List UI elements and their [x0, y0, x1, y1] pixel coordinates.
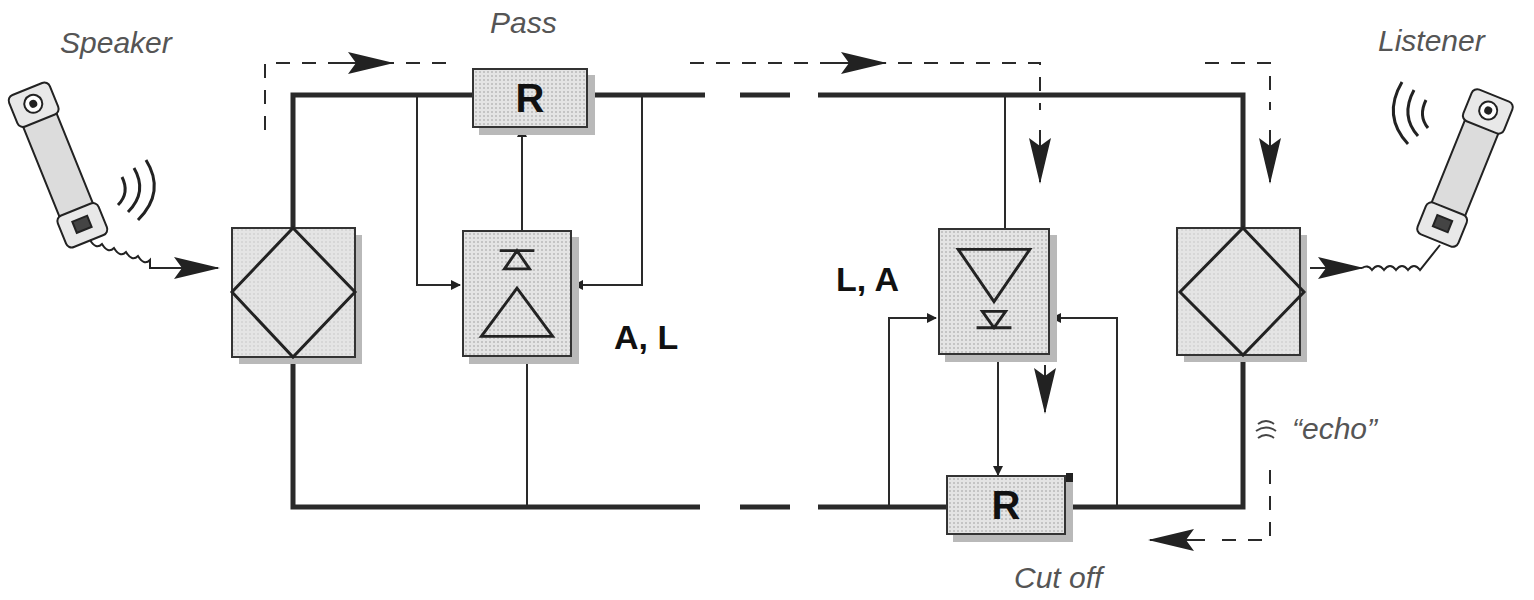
signal-label: Speaker — [60, 26, 172, 60]
drawing-rect — [72, 216, 91, 233]
drawing-path — [417, 95, 460, 285]
drawing-g — [293, 95, 1243, 507]
control-unit: A, L — [462, 230, 572, 357]
drawing-path — [1004, 95, 1006, 228]
control-connector — [997, 355, 999, 475]
relay-box: R — [946, 475, 1066, 535]
drawing-g — [160, 63, 1362, 540]
drawing-path — [138, 160, 154, 220]
drawing-rect — [1415, 201, 1469, 249]
drawing-path — [1150, 539, 1205, 541]
control-connector — [521, 128, 523, 230]
drawing-path — [265, 63, 450, 130]
drawing-path — [1362, 245, 1440, 270]
drawing-path — [830, 62, 885, 64]
drawing-path — [90, 240, 160, 268]
box-letter: R — [992, 483, 1021, 528]
control-unit: L, A — [938, 228, 1050, 355]
amplifier-stroke — [958, 249, 1030, 327]
drawing-g — [118, 160, 154, 220]
drawing-circle — [1484, 107, 1492, 115]
drawing-path — [1258, 421, 1274, 424]
drawing-circle — [1477, 99, 1500, 122]
drawing-path — [232, 228, 355, 357]
drawing-path — [1205, 63, 1270, 110]
drawing-path — [1220, 470, 1270, 540]
drawing-g — [265, 63, 1270, 540]
drawing-path — [690, 63, 1040, 110]
drawing-path — [818, 505, 946, 510]
drawing-path — [1039, 130, 1041, 182]
signal-label: Pass — [490, 6, 557, 40]
drawing-path — [1422, 100, 1428, 128]
amplifier-symbol — [464, 232, 570, 355]
drawing-path — [1258, 435, 1274, 438]
drawing-path — [889, 318, 936, 507]
drawing-g — [232, 228, 1307, 364]
drawing-rect — [1461, 87, 1515, 135]
drawing-path — [118, 177, 125, 205]
drawing-circle — [29, 100, 37, 108]
drawing-rect — [1066, 473, 1073, 537]
unit-label: L, A — [836, 260, 899, 299]
drawing-g — [1256, 421, 1276, 438]
drawing-path — [1310, 267, 1362, 269]
signal-label: Cut off — [1014, 561, 1102, 595]
drawing-path — [1269, 130, 1271, 182]
drawing-path — [818, 95, 1243, 228]
drawing-path — [1256, 428, 1276, 432]
drawing-rect — [1177, 228, 1300, 355]
text-holder: R — [948, 477, 1064, 533]
drawing-rect — [1433, 215, 1452, 232]
signal-label: Listener — [1378, 24, 1485, 58]
drawing-path — [293, 357, 700, 507]
drawing-circle — [22, 92, 45, 115]
drawing-path — [330, 62, 392, 64]
drawing-rect — [232, 228, 355, 357]
amplifier-stroke — [481, 251, 552, 337]
drawing-path — [128, 168, 140, 212]
drawing-path — [526, 357, 528, 507]
unit-label: A, L — [614, 318, 678, 357]
drawing-g — [7, 81, 109, 250]
text-holder: R — [474, 70, 586, 126]
drawing-path — [160, 267, 218, 269]
drawing-rect — [56, 201, 110, 249]
drawing-path — [740, 93, 790, 98]
drawing-g — [1393, 82, 1428, 144]
relay-box: R — [472, 68, 588, 128]
drawing-path — [1408, 90, 1418, 136]
drawing-path — [1044, 365, 1046, 412]
signal-label: “echo” — [1292, 412, 1377, 446]
drawing-g — [1415, 87, 1514, 248]
drawing-g — [417, 95, 1117, 507]
box-letter: R — [516, 76, 545, 121]
drawing-path — [1072, 357, 1243, 507]
drawing-path — [1393, 82, 1408, 144]
drawing-path — [1180, 228, 1304, 355]
amplifier-symbol — [940, 230, 1048, 353]
drawing-rect — [7, 81, 61, 129]
drawing-path — [740, 505, 790, 510]
